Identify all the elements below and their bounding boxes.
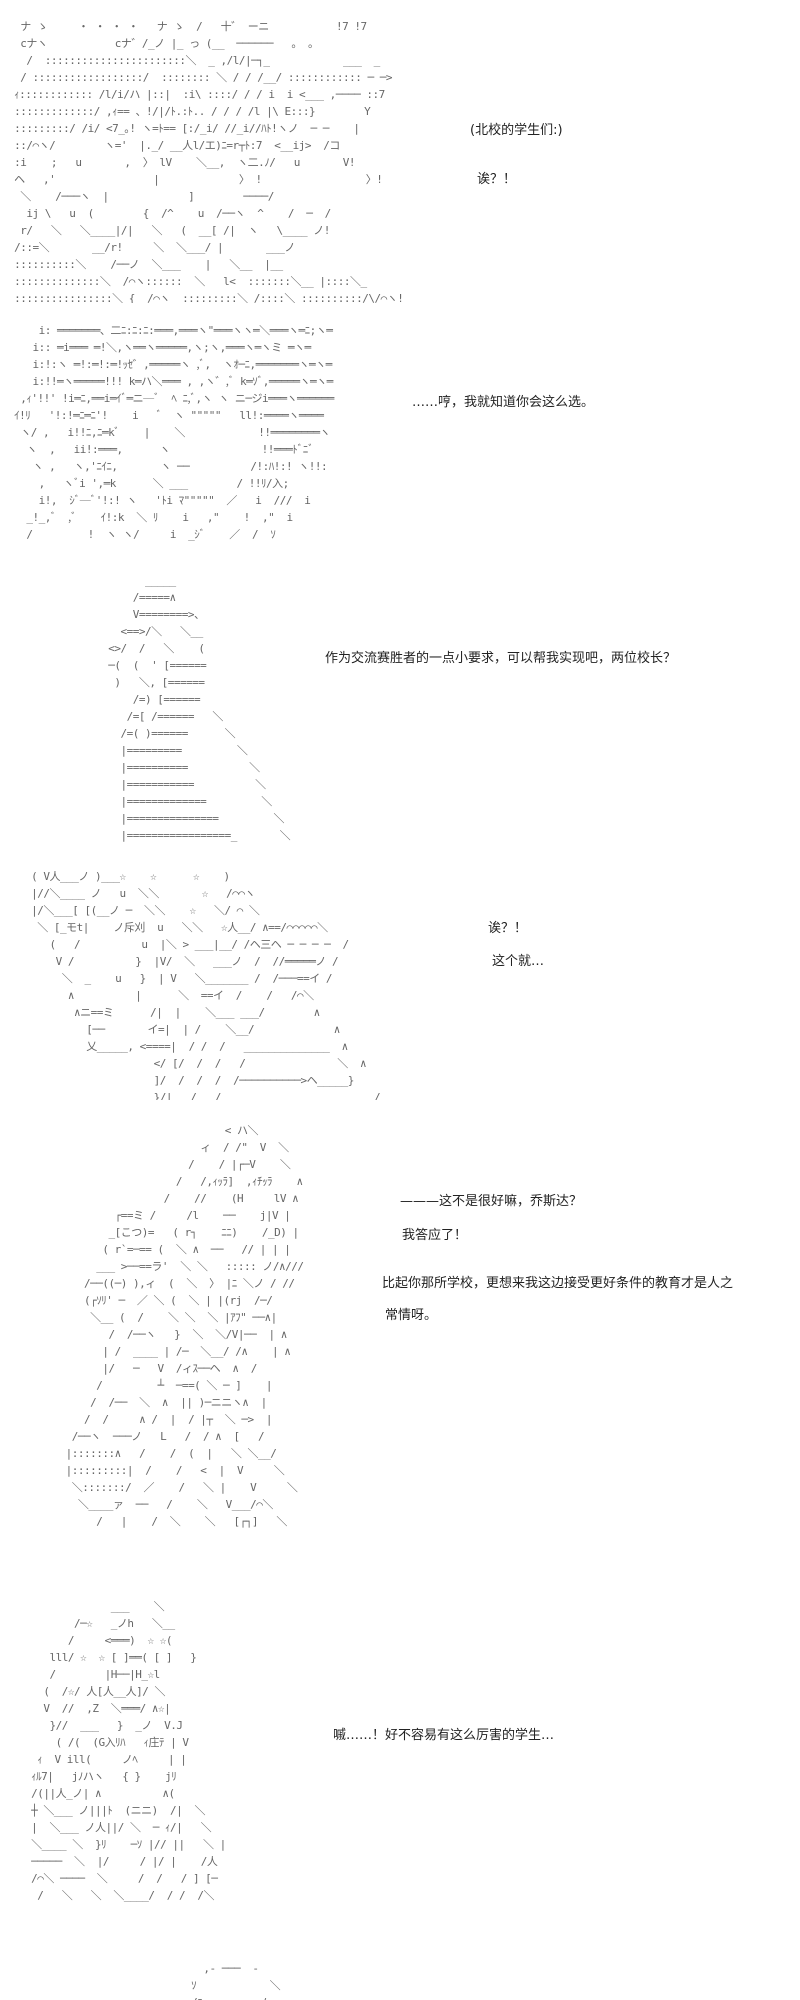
dialogue-isnt-it-good: ———这不是很好嘛，乔斯达？	[400, 1194, 583, 1209]
ascii-art-panel-7: ,- ─── - ｿ ＼ /ﾆ>─ ─ _ノ | ========	[191, 1962, 281, 2000]
ascii-art-panel-6: ___ ＼ /─☆ _ノh ＼__ / <═══) ☆ ☆( lll/ ☆ ☆ …	[31, 1600, 226, 1902]
dialogue-i-agree: 我答应了！	[402, 1228, 468, 1243]
dialogue-surprise-2: 诶？！	[488, 921, 528, 936]
dialogue-request: 作为交流赛胜者的一点小要求，可以帮我实现吧，两位校长？	[325, 651, 677, 666]
ascii-art-panel-1: ナ ゝ ・ ・ ・ ・ ナ ゝ / 十゛ ーニ !7 !7 cナヽ cナ゛/_ノ…	[14, 20, 404, 303]
ascii-art-panel-2: i: ═══════、二ﾆ:ﾆ:ﾆ:═══,═══ヽ"═══ヽヽ═＼═══ヽ═ﾆ…	[14, 324, 334, 541]
dialogue-knew-it: ……哼，我就知道你会这么选。	[412, 395, 595, 410]
dialogue-tch: 嘁……！好不容易有这么厉害的学生…	[333, 1728, 555, 1743]
ascii-art-panel-5: < ハ＼ ィ / /" V ＼ / / |┌─V ＼ / /,ｨｯﾗ] ,ｨﾁｯ…	[65, 1124, 304, 1528]
ascii-art-panel-3: _____ /=====∧ V========>、 <==>/＼ ＼__ <>/…	[108, 574, 291, 842]
dialogue-this-is: 这个就…	[492, 954, 545, 969]
dialogue-surprise-1: 诶？！	[477, 172, 517, 187]
ascii-art-panel-4: ( V人___ノ )___☆ ☆ ☆ ) |//＼____ ノ u ＼＼ ☆ /…	[31, 870, 381, 1100]
caption-north-students: (北校的学生们:)	[470, 123, 563, 138]
dialogue-better-school: 比起你那所学校，更想来我这边接受更好条件的教育才是人之	[382, 1276, 734, 1291]
dialogue-human-nature: 常情呀。	[385, 1308, 438, 1323]
